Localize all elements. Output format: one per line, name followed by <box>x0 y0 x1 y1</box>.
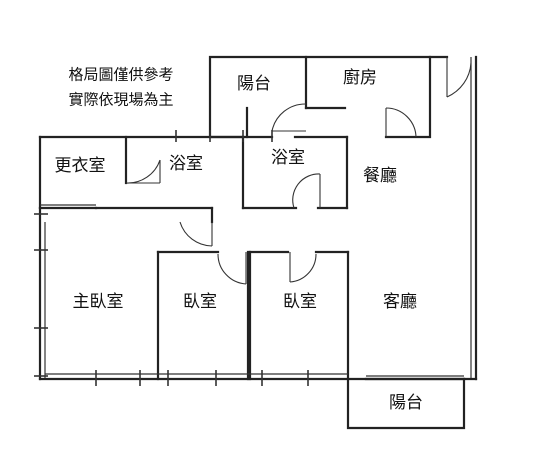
room-kitchen: 廚房 <box>343 67 377 88</box>
walls <box>38 55 478 430</box>
room-living-room: 客廳 <box>383 292 417 312</box>
disclaimer-line-1: 格局圖僅供參考 <box>68 66 173 84</box>
doors <box>125 57 472 285</box>
room-balcony-top: 陽台 <box>237 74 271 94</box>
room-bath-right: 浴室 <box>271 148 305 168</box>
room-master-bedroom: 主臥室 <box>73 292 124 312</box>
room-dining: 餐廳 <box>363 166 397 186</box>
disclaimer-line-2: 實際依現場為主 <box>68 91 173 109</box>
window-marks <box>34 130 309 386</box>
room-bath-left: 浴室 <box>169 154 203 174</box>
room-bedroom-right: 臥室 <box>283 292 317 312</box>
room-bedroom-left: 臥室 <box>183 292 217 312</box>
room-balcony-bottom: 陽台 <box>389 393 423 413</box>
room-closet: 更衣室 <box>55 156 106 176</box>
